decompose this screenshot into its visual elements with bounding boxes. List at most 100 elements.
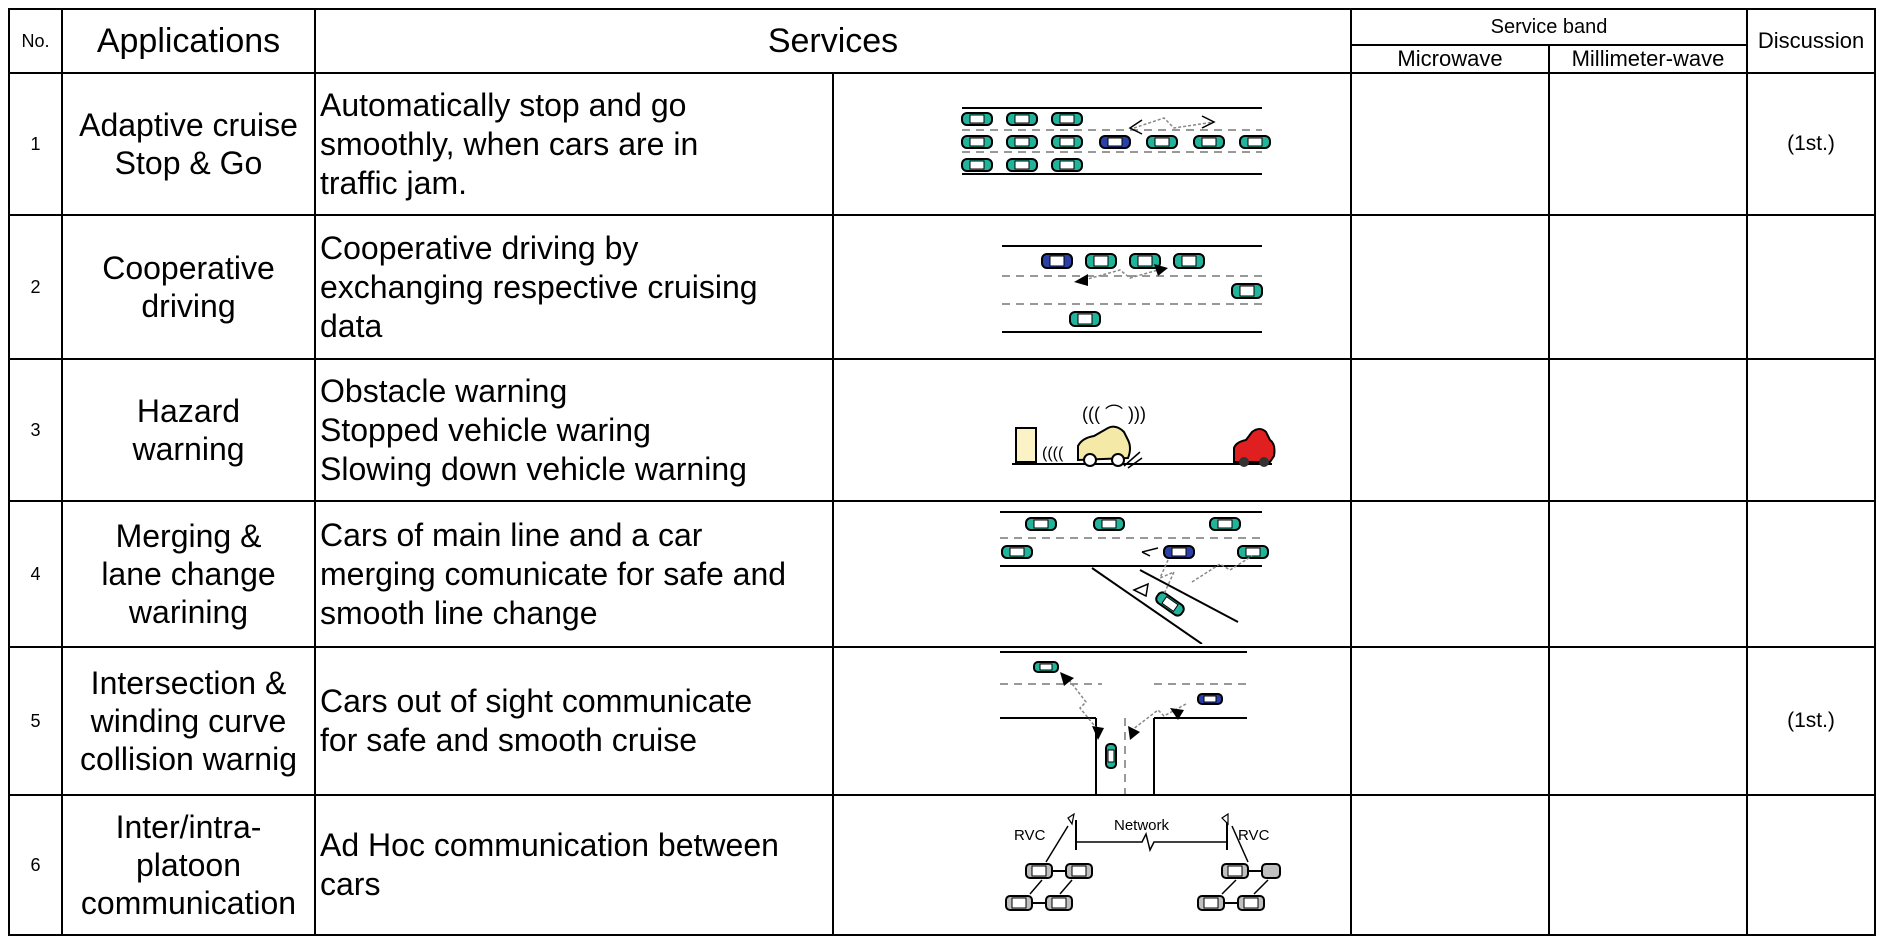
service-description: Automatically stop and go smoothly, when… [314, 72, 834, 216]
application-name: Intersection & winding curve collision w… [61, 646, 316, 796]
radio-link-icon [1191, 555, 1253, 583]
own-car-icon [1099, 135, 1131, 149]
microwave-cell [1350, 794, 1550, 936]
own-car-icon [1041, 253, 1073, 269]
stopped-car-icon [1233, 428, 1276, 467]
service-description: Cars of main line and a car merging comu… [314, 500, 834, 648]
car-icon [1006, 158, 1038, 172]
car-icon [1001, 545, 1033, 559]
car-icon [961, 112, 993, 126]
service-illustration [832, 500, 1352, 648]
service-illustration [832, 72, 1352, 216]
car-icon [1085, 253, 1117, 269]
discussion-cell [1746, 358, 1876, 502]
table-row: 2 Cooperative driving Cooperative drivin… [8, 214, 1876, 360]
warning-car-icon [1077, 425, 1143, 469]
discussion-cell [1746, 500, 1876, 648]
radio-link-icon [1133, 117, 1215, 129]
service-description: Cars out of sight communicate for safe a… [314, 646, 834, 796]
signal-waves-icon: ((( ⌒ ))) [1082, 404, 1146, 424]
car-icon [1051, 135, 1083, 149]
own-car-icon [1163, 545, 1195, 559]
car-icon [1239, 135, 1271, 149]
service-illustration: Network RVC RVC [832, 794, 1352, 936]
row-number: 6 [8, 794, 63, 936]
discussion-cell: (1st.) [1746, 72, 1876, 216]
application-name: Inter/intra- platoon communication [61, 794, 316, 936]
car-icon [961, 135, 993, 149]
header-millimeter-wave: Millimeter-wave [1548, 44, 1748, 74]
platoon-network-diagram: Network RVC RVC [1005, 812, 1281, 911]
application-name: Adaptive cruise Stop & Go [61, 72, 316, 216]
application-name: Hazard warning [61, 358, 316, 502]
network-link-icon [1076, 831, 1227, 853]
car-icon [1173, 253, 1205, 269]
header-service-band: Service band [1350, 8, 1748, 46]
header-microwave: Microwave [1350, 44, 1550, 74]
row-number: 1 [8, 72, 63, 216]
header-services: Services [314, 8, 1352, 74]
rvc-label-right: RVC [1238, 827, 1270, 844]
own-car-icon [1197, 693, 1223, 705]
discussion-cell: (1st.) [1746, 646, 1876, 796]
car-icon [1237, 545, 1269, 559]
row-number: 2 [8, 214, 63, 360]
car-icon [1006, 112, 1038, 126]
table-row: 1 Adaptive cruise Stop & Go Automaticall… [8, 72, 1876, 216]
car-icon [1193, 135, 1225, 149]
millimeter-wave-cell [1548, 214, 1748, 360]
service-illustration: (((( ((( ⌒ ))) [832, 358, 1352, 502]
intersection-diagram [1000, 651, 1247, 793]
millimeter-wave-cell [1548, 358, 1748, 502]
header-discussion: Discussion [1746, 8, 1876, 74]
microwave-cell [1350, 72, 1550, 216]
merging-diagram [1000, 511, 1269, 644]
network-label: Network [1114, 817, 1170, 834]
application-name: Cooperative driving [61, 214, 316, 360]
row-number: 5 [8, 646, 63, 796]
millimeter-wave-cell [1548, 794, 1748, 936]
service-illustration [832, 646, 1352, 796]
service-description: Ad Hoc communication between cars [314, 794, 834, 936]
car-icon [1033, 661, 1059, 673]
discussion-cell [1746, 794, 1876, 936]
table-row: 6 Inter/intra- platoon communication Ad … [8, 794, 1876, 936]
millimeter-wave-cell [1548, 500, 1748, 648]
table-row: 5 Intersection & winding curve collision… [8, 646, 1876, 796]
obstacle-icon [1015, 427, 1037, 463]
antenna-icon [1221, 812, 1229, 826]
rvc-label-left: RVC [1014, 827, 1046, 844]
traffic-jam-diagram [961, 107, 1271, 175]
header-no: No. [8, 8, 63, 74]
car-icon [1051, 112, 1083, 126]
microwave-cell [1350, 358, 1550, 502]
car-icon [1069, 311, 1101, 327]
cooperative-driving-diagram [1002, 245, 1263, 333]
service-description: Obstacle warning Stopped vehicle waring … [314, 358, 834, 502]
car-icon [1093, 517, 1125, 531]
car-icon [1025, 517, 1057, 531]
millimeter-wave-cell [1548, 72, 1748, 216]
services-table: No. Applications Services Service band D… [8, 8, 1876, 936]
application-name: Merging & lane change warining [61, 500, 316, 648]
merging-car-icon [1155, 591, 1185, 617]
header-applications: Applications [61, 8, 316, 74]
hazard-warning-diagram: (((( ((( ⌒ ))) [1012, 404, 1276, 469]
microwave-cell [1350, 500, 1550, 648]
signal-waves-icon: (((( [1042, 445, 1064, 462]
millimeter-wave-cell [1548, 646, 1748, 796]
microwave-cell [1350, 646, 1550, 796]
car-icon [1146, 135, 1178, 149]
car-icon [1105, 743, 1117, 769]
service-illustration [832, 214, 1352, 360]
discussion-cell [1746, 214, 1876, 360]
radio-link-icon [1158, 559, 1176, 595]
car-icon [1231, 283, 1263, 299]
platoon-cars-icon [1005, 863, 1093, 911]
car-icon [1209, 517, 1241, 531]
radio-link-icon [1065, 675, 1099, 731]
car-icon [961, 158, 993, 172]
table-row: 4 Merging & lane change warining Cars of… [8, 500, 1876, 648]
car-icon [1006, 135, 1038, 149]
antenna-icon [1067, 812, 1075, 826]
